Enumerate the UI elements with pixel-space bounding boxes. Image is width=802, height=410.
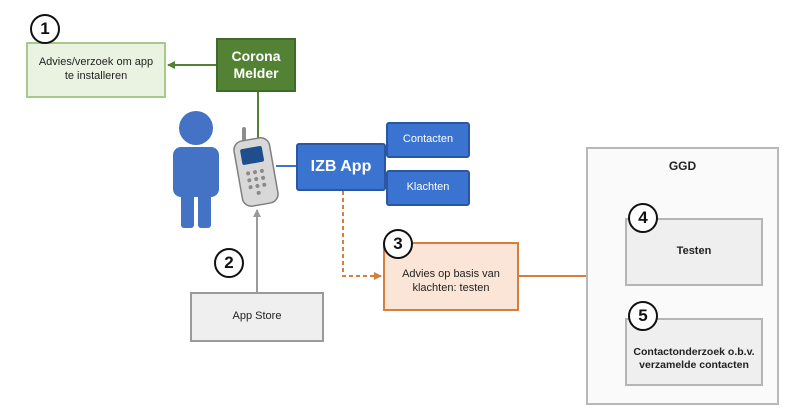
advies-testen-label: Advies op basis van klachten: testen <box>402 267 500 294</box>
testen-label: Testen <box>676 245 712 258</box>
step-badge-3: 3 <box>383 229 413 259</box>
ggd-label: GGD <box>668 159 697 173</box>
app-store-label: App Store <box>232 310 282 323</box>
step-badge-2: 2 <box>214 248 244 278</box>
step-badge-1: 1 <box>30 14 60 44</box>
contactonderzoek-label: Contactonderzoek o.b.v. verzamelde conta… <box>633 345 755 371</box>
advies-install-box: Advies/verzoek om app te installeren <box>26 42 166 98</box>
klachten-label: Klachten <box>406 181 450 194</box>
contacten-box: Contacten <box>386 122 470 158</box>
corona-melder-label: Corona Melder <box>231 47 281 82</box>
izb-app-label: IZB App <box>310 158 372 175</box>
step-badge-5: 5 <box>628 301 658 331</box>
contacten-label: Contacten <box>402 133 454 146</box>
mobile-phone-icon <box>233 127 279 207</box>
advies-testen-box: Advies op basis van klachten: testen <box>383 242 519 311</box>
izb-app-box: IZB App <box>296 143 386 191</box>
person-icon <box>173 111 219 228</box>
app-store-box: App Store <box>190 292 324 342</box>
arrow-izb-to-advies3 <box>342 191 382 280</box>
advies-install-label: Advies/verzoek om app te installeren <box>38 56 154 82</box>
corona-melder-box: Corona Melder <box>216 38 296 92</box>
klachten-box: Klachten <box>386 170 470 206</box>
step-badge-4: 4 <box>628 203 658 233</box>
